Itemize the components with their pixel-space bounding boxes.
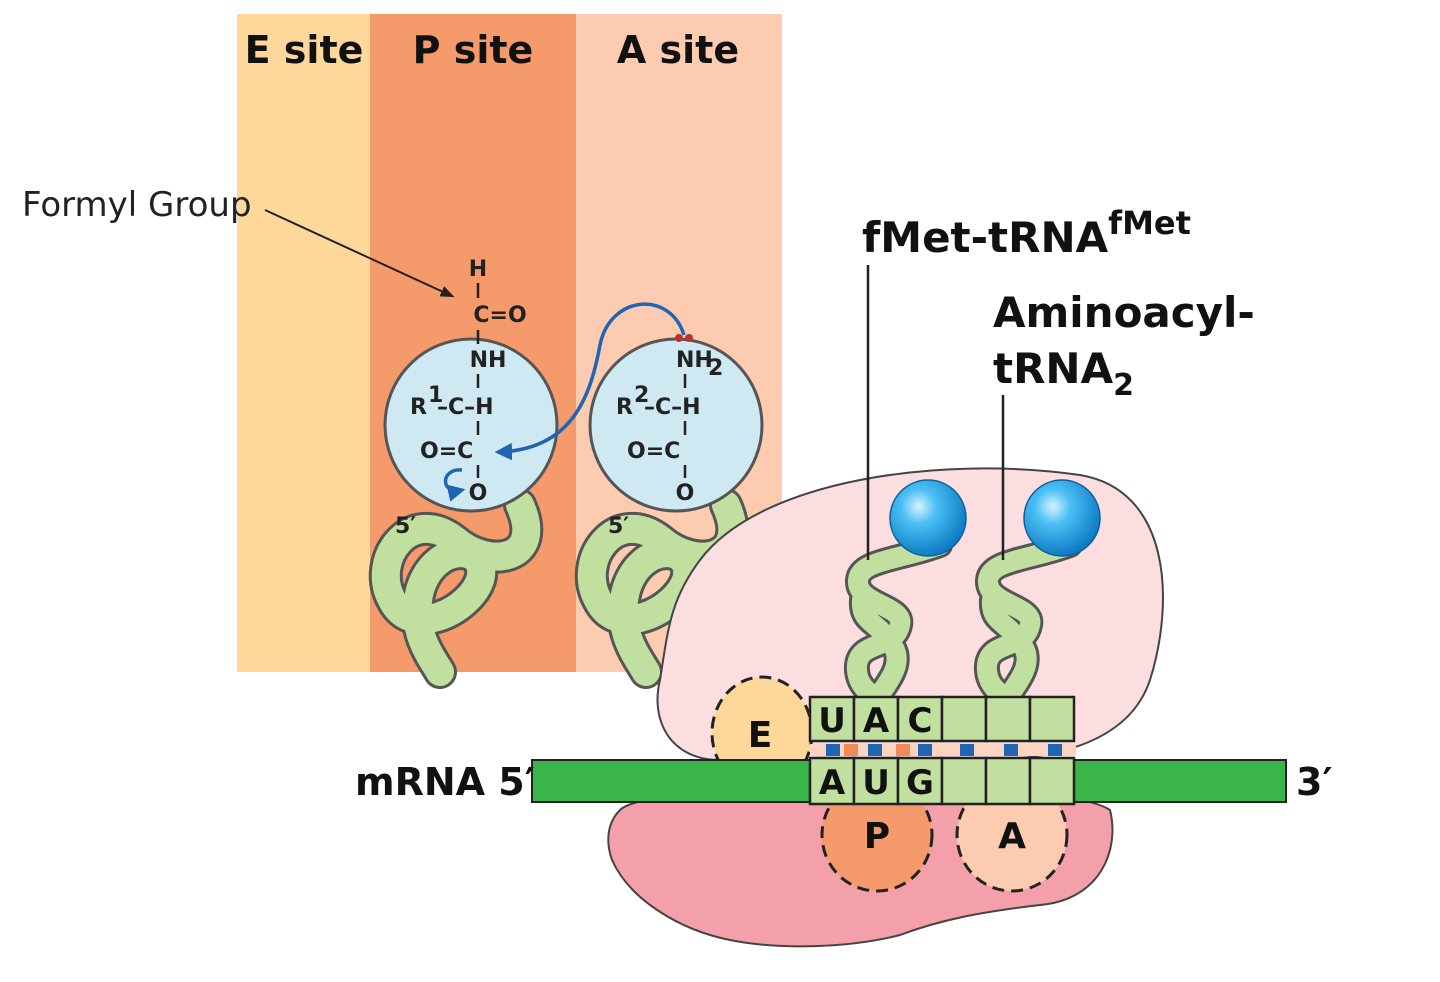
aminoacyl-label-line2: tRNA2 <box>993 344 1134 403</box>
svg-text:H: H <box>469 257 487 282</box>
mrna-three-prime: 3′ <box>1296 760 1332 804</box>
peptide-bond-arrow <box>494 302 686 461</box>
fmet-trna-sup: fMet <box>1108 204 1191 242</box>
svg-text:1: 1 <box>428 383 443 408</box>
base-pair-lines <box>810 744 1076 756</box>
fmet-trna-on-ribosome <box>844 479 967 710</box>
svg-text:O: O <box>676 481 695 506</box>
ribosome-e-label: E <box>748 715 773 756</box>
p-site-amino-acid-circle <box>383 337 559 513</box>
svg-text:NH: NH <box>676 348 713 373</box>
svg-text:2: 2 <box>708 356 723 381</box>
ribosome-p-label: P <box>864 816 890 857</box>
anticodon-row: U A C <box>808 695 1076 743</box>
svg-text:R: R <box>616 395 633 420</box>
codon-base-3: G <box>906 763 934 803</box>
a-site-molecule: NH 2 R 2 –C–H O=C O 5′ <box>608 334 723 539</box>
fmet-trna-main: fMet-tRNA <box>862 213 1109 262</box>
codon-row: A U G <box>808 756 1076 806</box>
ribosome-a-label: A <box>998 816 1026 857</box>
aminoacyl-trna-main: tRNA <box>993 344 1114 393</box>
fmet-trna-label: fMet-tRNAfMet <box>862 204 1191 262</box>
svg-text:R: R <box>410 395 427 420</box>
formyl-group-label: Formyl Group <box>22 185 252 225</box>
codon-base-1: A <box>819 763 846 803</box>
ribosome-p-site <box>820 777 934 893</box>
p-site-label: P site <box>413 28 534 72</box>
svg-text:5′: 5′ <box>395 514 416 539</box>
anticodon-base-1: U <box>818 701 846 741</box>
aminoacyl-trna-on-ribosome <box>974 479 1101 710</box>
e-site-column <box>237 14 370 672</box>
p-site-molecule: H C=O NH R 1 –C–H O=C O 5′ <box>395 257 527 539</box>
aminoacyl-trna-sub: 2 <box>1113 368 1134 403</box>
svg-text:O=C: O=C <box>627 439 680 464</box>
anticodon-base-3: C <box>908 701 933 741</box>
fmet-ball <box>889 479 967 557</box>
svg-text:5′: 5′ <box>608 514 629 539</box>
e-site-label: E site <box>245 28 364 72</box>
svg-text:O=C: O=C <box>420 439 473 464</box>
a-site-trna-fill <box>577 491 747 686</box>
a-site-label: A site <box>617 28 739 72</box>
aminoacyl-label-line1: Aminoacyl- <box>993 288 1255 337</box>
aminoacyl-ball <box>1023 479 1101 557</box>
svg-text:–C–H: –C–H <box>644 395 701 420</box>
p-site-trna-fill <box>371 491 541 686</box>
anticodon-base-2: A <box>863 701 890 741</box>
ribosome-a-site <box>955 777 1069 893</box>
mrna-label: mRNA 5′ <box>355 760 535 804</box>
formyl-arrow <box>264 209 455 298</box>
svg-text:NH: NH <box>470 348 507 373</box>
svg-text:–C–H: –C–H <box>437 395 494 420</box>
codon-base-2: U <box>862 763 890 803</box>
svg-text:O: O <box>469 481 488 506</box>
svg-text:C=O: C=O <box>473 303 526 328</box>
svg-text:2: 2 <box>634 383 649 408</box>
